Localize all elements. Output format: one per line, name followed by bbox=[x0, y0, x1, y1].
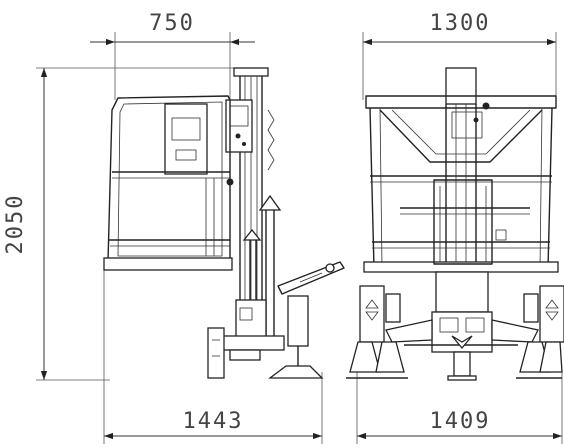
front-view-lift bbox=[346, 67, 564, 381]
dimension-height: 2050 bbox=[3, 67, 260, 381]
dimension-side-base: 1443 bbox=[103, 265, 323, 444]
front-platform bbox=[363, 95, 559, 273]
front-center-foot bbox=[447, 351, 477, 381]
front-base-label: 1409 bbox=[430, 409, 491, 434]
front-left-jack bbox=[346, 285, 408, 379]
dimension-front-base: 1409 bbox=[356, 372, 563, 444]
front-mast bbox=[445, 67, 477, 330]
front-width-label: 1300 bbox=[430, 11, 491, 36]
side-base-label: 1443 bbox=[183, 409, 244, 434]
side-width-label: 750 bbox=[149, 11, 195, 36]
side-drawbar bbox=[268, 261, 345, 379]
front-right-jack bbox=[516, 285, 564, 379]
height-label: 2050 bbox=[3, 194, 28, 255]
side-view-lift bbox=[103, 67, 345, 379]
side-columns bbox=[235, 194, 282, 341]
dimension-side-width: 750 bbox=[90, 11, 255, 100]
side-chassis bbox=[207, 327, 285, 379]
front-base bbox=[385, 271, 539, 353]
side-platform bbox=[103, 95, 234, 271]
side-mast bbox=[233, 67, 275, 330]
dimension-front-width: 1300 bbox=[362, 11, 557, 100]
